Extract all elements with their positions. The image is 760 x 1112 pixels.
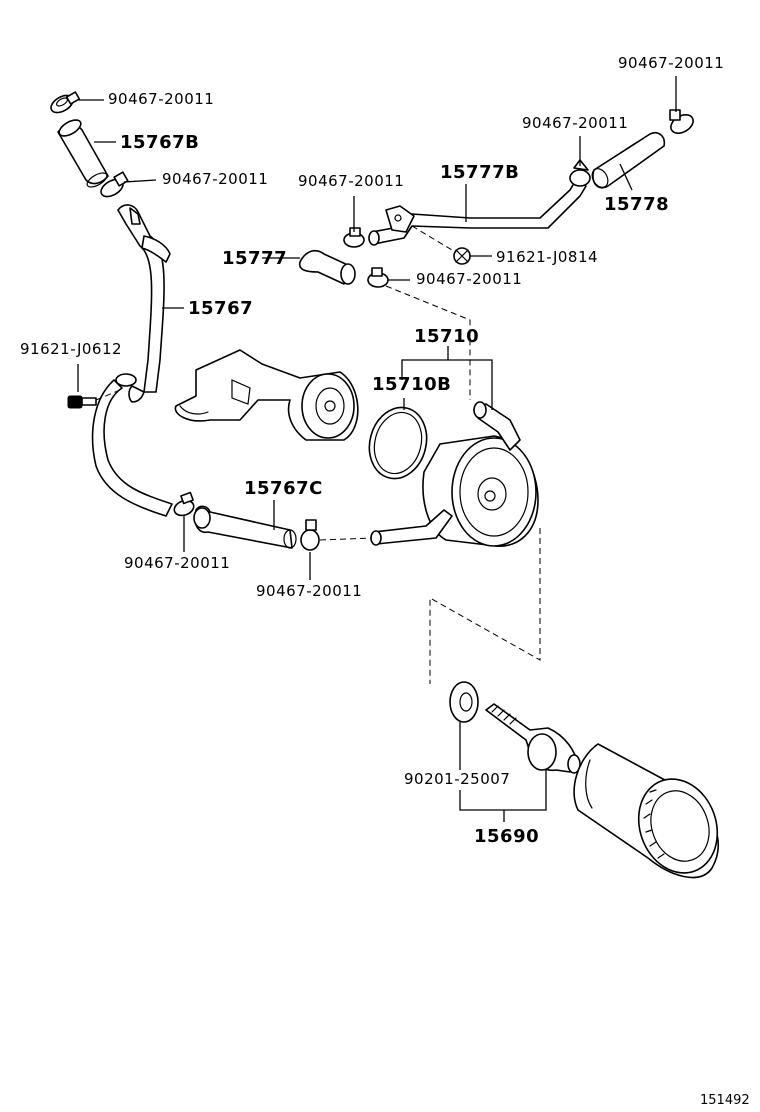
gasket-15710b — [368, 406, 428, 480]
label-clamp-top-right-1: 90467-20011 — [522, 114, 628, 132]
clamp-top-right-1 — [569, 159, 591, 187]
label-hose-15767c: 15767C — [244, 478, 323, 499]
label-clamp-bottom-mid: 90467-20011 — [256, 582, 362, 600]
bolt-j0612 — [67, 389, 121, 409]
engine-bracket — [174, 349, 359, 441]
label-gasket-90201: 90201-25007 — [404, 770, 510, 788]
clamp-bottom-left — [173, 491, 195, 517]
union-15690 — [485, 703, 581, 774]
label-clamp-left-2: 90467-20011 — [162, 170, 268, 188]
label-pipe-15777b: 15777B — [440, 162, 519, 183]
clamp-top-right-2 — [669, 109, 694, 134]
label-bolt-j0612: 91621-J0612 — [20, 340, 122, 358]
label-hose-15767: 15767 — [188, 298, 253, 319]
label-union-15690: 15690 — [474, 826, 539, 847]
hose-15767b — [57, 119, 109, 188]
label-bolt-j0814: 91621-J0814 — [496, 248, 598, 266]
label-clamp-mid: 90467-20011 — [298, 172, 404, 190]
label-clamp-top-left: 90467-20011 — [108, 90, 214, 108]
label-gasket-15710b: 15710B — [372, 374, 451, 395]
hose-15778 — [591, 131, 666, 189]
hose-15777 — [298, 249, 356, 285]
bolt-j0814 — [411, 225, 471, 265]
label-hose-15777: 15777 — [222, 248, 287, 269]
label-hose-15767b: 15767B — [120, 132, 199, 153]
hose-15767c — [193, 505, 297, 549]
label-clamp-under-15777: 90467-20011 — [416, 270, 522, 288]
hose-15767 — [91, 204, 173, 517]
clamp-bottom-mid — [300, 519, 373, 551]
label-clamp-top-right-2: 90467-20011 — [618, 54, 724, 72]
clamp-mid — [343, 227, 365, 248]
label-cooler-15710: 15710 — [414, 326, 479, 347]
gasket-90201 — [449, 681, 479, 723]
diagram-id: 151492 — [700, 1093, 750, 1108]
pipe-15777b — [368, 179, 587, 246]
label-clamp-bottom-left: 90467-20011 — [124, 554, 230, 572]
oil-cooler — [370, 401, 539, 547]
oil-filter — [573, 743, 719, 879]
label-hose-15778: 15778 — [604, 194, 669, 215]
clamp-top-left — [50, 91, 81, 114]
